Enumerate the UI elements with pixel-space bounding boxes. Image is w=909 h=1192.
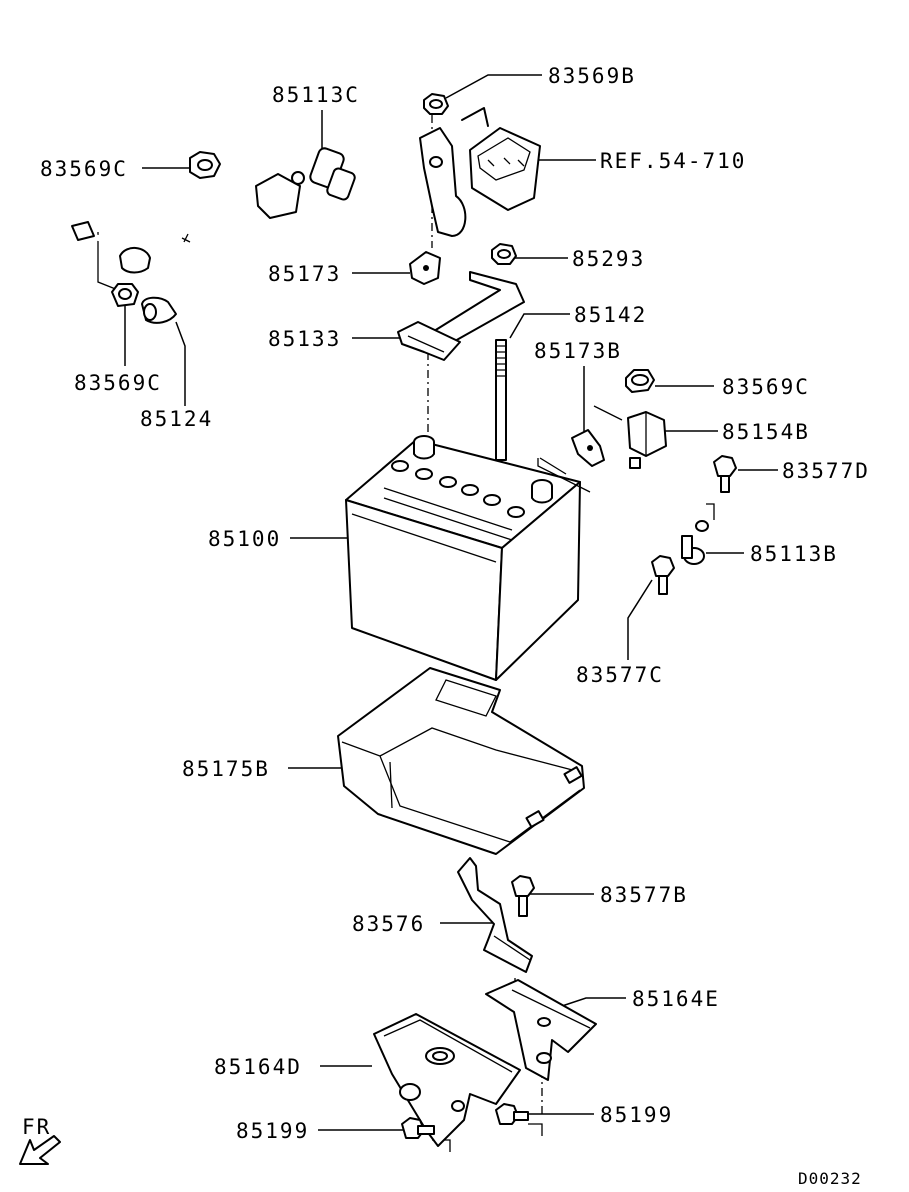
battery-tray-85175B xyxy=(337,667,585,855)
label-85293: 85293 xyxy=(572,247,645,271)
bolt-85199-right xyxy=(495,1103,529,1125)
bolt-83577C xyxy=(651,555,675,595)
bracket-85164E xyxy=(485,979,597,1081)
bolt-85199-left xyxy=(401,1117,435,1139)
label-85173B: 85173B xyxy=(534,339,622,363)
bracket-85154B xyxy=(627,411,667,469)
label-85199-left: 85199 xyxy=(236,1119,309,1143)
nut-83569B xyxy=(423,93,449,115)
label-83577D: 83577D xyxy=(782,459,870,483)
terminal-85173 xyxy=(409,251,441,285)
nut-83569C-right xyxy=(625,369,655,393)
label-83569B: 83569B xyxy=(548,64,636,88)
label-85142: 85142 xyxy=(574,303,647,327)
leader-lines xyxy=(97,74,778,1152)
label-83569C-right: 83569C xyxy=(722,375,810,399)
label-85133: 85133 xyxy=(268,327,341,351)
bolt-83577B xyxy=(511,875,535,917)
battery-cell-caps xyxy=(391,460,525,518)
label-83569C-left: 83569C xyxy=(74,371,162,395)
battery-85100 xyxy=(345,435,591,681)
bracket-83576 xyxy=(457,857,533,973)
label-83577B: 83577B xyxy=(600,883,688,907)
nut-83569C-top xyxy=(189,151,221,179)
label-85113C: 85113C xyxy=(272,83,360,107)
battery-cable-85113C xyxy=(71,145,429,274)
label-83576: 83576 xyxy=(352,912,425,936)
label-85100: 85100 xyxy=(208,527,281,551)
front-direction-arrow-icon xyxy=(19,1135,61,1165)
label-85199-right: 85199 xyxy=(600,1103,673,1127)
label-83577C: 83577C xyxy=(576,663,664,687)
label-ref-54-710: REF.54-710 xyxy=(600,149,746,173)
hold-down-rod-85142 xyxy=(495,339,507,461)
positive-terminal-clamp xyxy=(419,127,467,237)
nut-83569C-left xyxy=(111,283,139,307)
direction-label: FR xyxy=(22,1115,51,1139)
fusible-link-box-ref xyxy=(461,107,541,211)
label-85164D: 85164D xyxy=(214,1055,302,1079)
nut-85293 xyxy=(491,243,517,265)
terminal-85173B xyxy=(571,429,605,467)
label-85175B: 85175B xyxy=(182,757,270,781)
label-85164E: 85164E xyxy=(632,987,720,1011)
diagram-code: D00232 xyxy=(798,1169,862,1187)
label-85113B: 85113B xyxy=(750,542,838,566)
label-85154B: 85154B xyxy=(722,420,810,444)
part-labels: 83569B 85113C REF.54-710 83569C 85173 85… xyxy=(22,64,870,1188)
battery-hold-down-85133 xyxy=(397,271,525,361)
label-85124: 85124 xyxy=(140,407,213,431)
connector-85124 xyxy=(141,296,177,324)
ground-cable-85113B xyxy=(624,460,709,624)
bracket-85164D xyxy=(373,1013,521,1147)
label-85173: 85173 xyxy=(268,262,341,286)
label-83569C-top: 83569C xyxy=(40,157,128,181)
bolt-83577D xyxy=(713,455,737,493)
